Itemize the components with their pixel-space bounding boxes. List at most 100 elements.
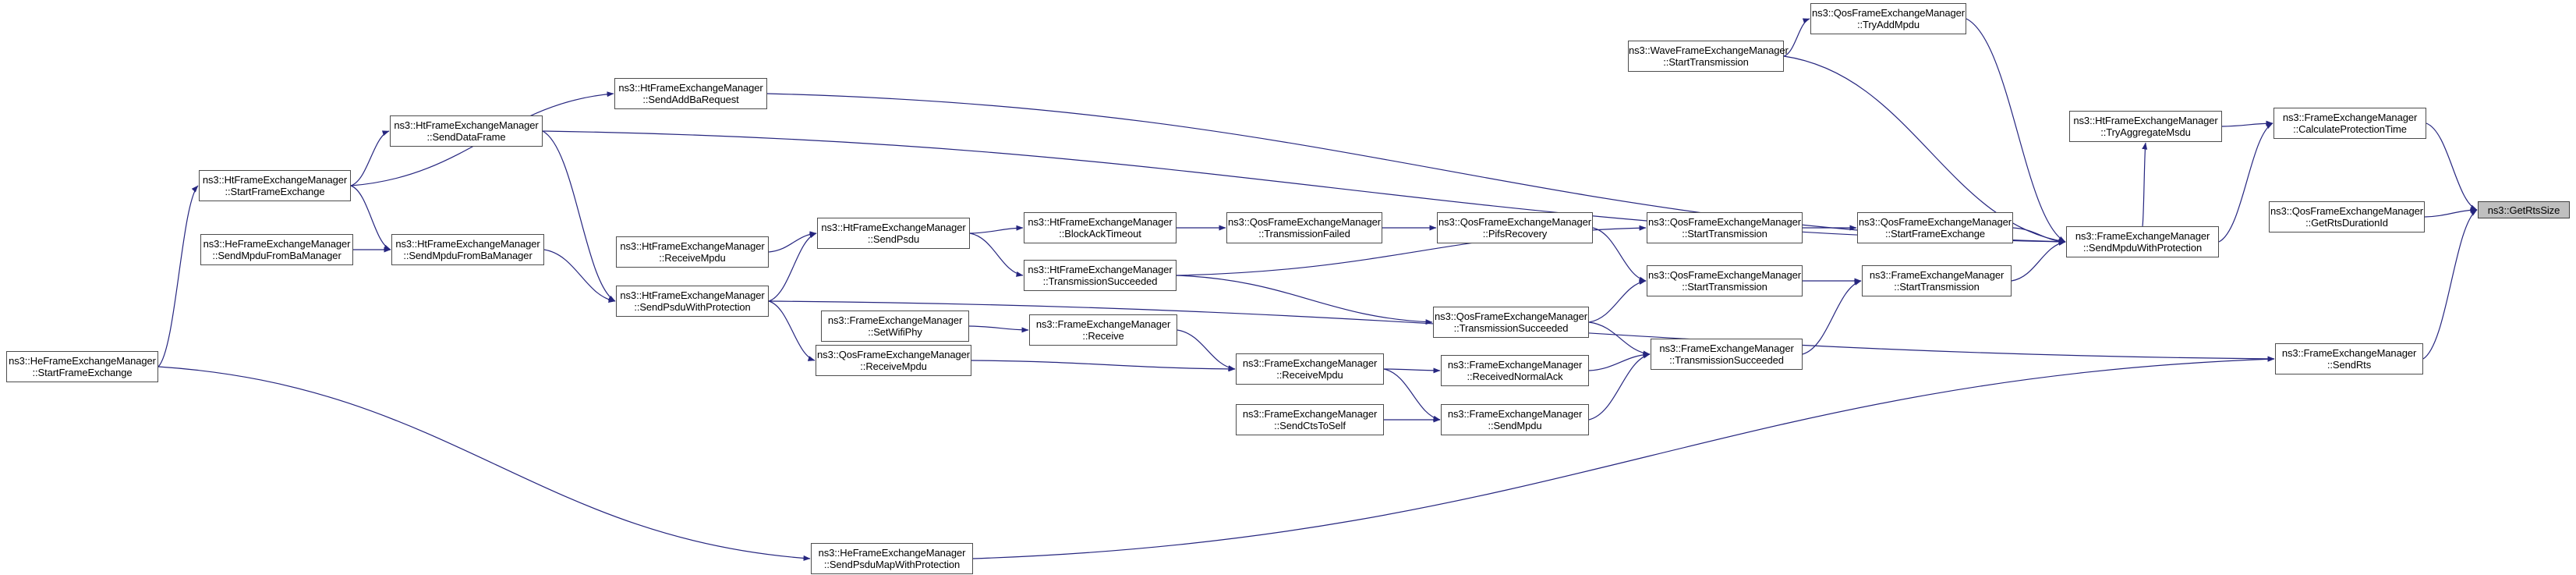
- graph-edge: [1802, 280, 1862, 355]
- graph-edge: [1588, 321, 1651, 357]
- graph-node-label: ns3::FrameExchangeManager ::Receive: [1035, 318, 1171, 342]
- graph-node[interactable]: ns3::QosFrameExchangeManager ::StartFram…: [1857, 212, 2013, 243]
- graph-edge: [1592, 227, 1647, 282]
- graph-node[interactable]: ns3::HtFrameExchangeManager ::SendDataFr…: [390, 115, 543, 147]
- graph-edge: [1588, 353, 1651, 421]
- graph-node[interactable]: ns3::HtFrameExchangeManager ::ReceiveMpd…: [616, 236, 769, 268]
- graph-node-label: ns3::HtFrameExchangeManager ::SendDataFr…: [394, 119, 539, 143]
- graph-node[interactable]: ns3::FrameExchangeManager ::SetWifiPhy: [821, 311, 969, 342]
- graph-edge: [350, 185, 391, 250]
- graph-node-label: ns3::QosFrameExchangeManager ::StartFram…: [1859, 216, 2012, 240]
- graph-edge: [2422, 209, 2478, 360]
- graph-edge: [2142, 142, 2148, 227]
- graph-edge: [1176, 275, 1433, 325]
- graph-node-label: ns3::FrameExchangeManager ::StartTransmi…: [1869, 269, 2005, 293]
- graph-node-label: ns3::WaveFrameExchangeManager ::StartTra…: [1629, 44, 1789, 68]
- graph-node-label: ns3::FrameExchangeManager ::SendRts: [2281, 347, 2417, 371]
- graph-node[interactable]: ns3::QosFrameExchangeManager ::Transmiss…: [1433, 307, 1589, 338]
- graph-node-label: ns3::FrameExchangeManager ::SendMpduWith…: [2075, 230, 2210, 254]
- graph-edge: [972, 356, 2275, 559]
- graph-node-label: ns3::FrameExchangeManager ::SendMpdu: [1447, 408, 1583, 431]
- graph-node[interactable]: ns3::FrameExchangeManager ::ReceiveMpdu: [1236, 353, 1384, 385]
- graph-node[interactable]: ns3::HtFrameExchangeManager ::Transmissi…: [1024, 260, 1177, 291]
- graph-edge: [350, 130, 390, 186]
- graph-node-label: ns3::HeFrameExchangeManager ::SendMpduFr…: [203, 238, 351, 261]
- graph-node-label: ns3::FrameExchangeManager ::ReceiveMpdu: [1242, 357, 1378, 381]
- graph-node[interactable]: ns3::QosFrameExchangeManager ::StartTran…: [1647, 212, 1803, 243]
- graph-node-label: ns3::HtFrameExchangeManager ::StartFrame…: [202, 174, 348, 197]
- graph-edge: [1383, 367, 1441, 374]
- graph-edge: [968, 325, 1029, 333]
- graph-node[interactable]: ns3::GetRtsSize: [2478, 201, 2570, 218]
- graph-node[interactable]: ns3::HtFrameExchangeManager ::BlockAckTi…: [1024, 212, 1177, 243]
- graph-node[interactable]: ns3::HtFrameExchangeManager ::SendPsduWi…: [616, 286, 769, 317]
- graph-node-label: ns3::QosFrameExchangeManager ::StartTran…: [1648, 269, 1801, 293]
- graph-node[interactable]: ns3::FrameExchangeManager ::Transmission…: [1651, 339, 1803, 370]
- graph-edge: [971, 360, 1236, 372]
- graph-node[interactable]: ns3::HtFrameExchangeManager ::SendMpduFr…: [391, 234, 544, 265]
- graph-edge: [1588, 279, 1647, 323]
- graph-node-label: ns3::FrameExchangeManager ::Transmission…: [1659, 343, 1794, 366]
- graph-node-label: ns3::HeFrameExchangeManager ::StartFrame…: [9, 355, 156, 378]
- graph-node[interactable]: ns3::FrameExchangeManager ::SendMpdu: [1441, 404, 1589, 435]
- graph-node-label: ns3::HtFrameExchangeManager ::ReceiveMpd…: [620, 240, 765, 264]
- graph-node[interactable]: ns3::QosFrameExchangeManager ::StartTran…: [1647, 265, 1803, 296]
- graph-edge: [2424, 207, 2478, 218]
- graph-node-label: ns3::HtFrameExchangeManager ::SendAddBaR…: [618, 82, 763, 105]
- graph-node-label: ns3::QosFrameExchangeManager ::GetRtsDur…: [2270, 205, 2423, 229]
- graph-edge: [157, 185, 199, 367]
- graph-edge: [1177, 329, 1236, 371]
- graph-node[interactable]: ns3::HtFrameExchangeManager ::SendPsdu: [817, 218, 970, 249]
- graph-node-label: ns3::HtFrameExchangeManager ::Transmissi…: [1028, 264, 1173, 287]
- graph-node[interactable]: ns3::QosFrameExchangeManager ::ReceiveMp…: [816, 345, 971, 376]
- graph-node-label: ns3::QosFrameExchangeManager ::PifsRecov…: [1438, 216, 1591, 240]
- graph-node-label: ns3::HtFrameExchangeManager ::TryAggrega…: [2073, 115, 2218, 138]
- graph-node[interactable]: ns3::QosFrameExchangeManager ::GetRtsDur…: [2269, 201, 2425, 232]
- graph-node-label: ns3::QosFrameExchangeManager ::ReceiveMp…: [817, 349, 970, 372]
- graph-node[interactable]: ns3::HtFrameExchangeManager ::StartFrame…: [199, 170, 351, 201]
- graph-edge: [768, 232, 817, 302]
- graph-node-label: ns3::FrameExchangeManager ::CalculatePro…: [2282, 112, 2418, 135]
- graph-node[interactable]: ns3::FrameExchangeManager ::Receive: [1029, 314, 1177, 346]
- graph-edge: [768, 300, 816, 361]
- graph-node-label: ns3::FrameExchangeManager ::SendCtsToSel…: [1242, 408, 1378, 431]
- graph-node[interactable]: ns3::FrameExchangeManager ::CalculatePro…: [2273, 108, 2426, 139]
- graph-node[interactable]: ns3::HeFrameExchangeManager ::SendPsduMa…: [811, 543, 973, 574]
- graph-node[interactable]: ns3::HeFrameExchangeManager ::StartFrame…: [6, 351, 158, 382]
- graph-edge: [542, 130, 616, 302]
- graph-edge: [768, 231, 817, 253]
- graph-node-label: ns3::HtFrameExchangeManager ::BlockAckTi…: [1028, 216, 1173, 240]
- graph-edge: [969, 225, 1024, 234]
- graph-node[interactable]: ns3::FrameExchangeManager ::SendCtsToSel…: [1236, 404, 1384, 435]
- graph-node[interactable]: ns3::FrameExchangeManager ::SendRts: [2275, 343, 2423, 374]
- graph-edge: [1966, 18, 2066, 243]
- graph-node-label: ns3::QosFrameExchangeManager ::TryAddMpd…: [1812, 7, 1965, 30]
- graph-edge: [1383, 368, 1441, 421]
- graph-node[interactable]: ns3::FrameExchangeManager ::SendMpduWith…: [2066, 226, 2219, 257]
- graph-node-label: ns3::QosFrameExchangeManager ::Transmiss…: [1228, 216, 1381, 240]
- graph-node[interactable]: ns3::HtFrameExchangeManager ::TryAggrega…: [2069, 111, 2222, 142]
- graph-edge: [2426, 122, 2478, 211]
- graph-edge: [2011, 240, 2066, 282]
- graph-node-label: ns3::GetRtsSize: [2487, 204, 2560, 216]
- graph-node[interactable]: ns3::HtFrameExchangeManager ::SendAddBaR…: [614, 78, 767, 109]
- graph-node[interactable]: ns3::HeFrameExchangeManager ::SendMpduFr…: [200, 234, 353, 265]
- graph-node[interactable]: ns3::FrameExchangeManager ::StartTransmi…: [1862, 265, 2012, 296]
- graph-node-label: ns3::QosFrameExchangeManager ::Transmiss…: [1435, 311, 1587, 334]
- graph-edge: [1588, 352, 1651, 371]
- graph-node-label: ns3::HtFrameExchangeManager ::SendPsduWi…: [620, 289, 765, 313]
- graph-node-label: ns3::HtFrameExchangeManager ::SendMpduFr…: [395, 238, 540, 261]
- graph-edge: [157, 366, 811, 561]
- graph-node-label: ns3::HeFrameExchangeManager ::SendPsduMa…: [818, 547, 966, 570]
- graph-node[interactable]: ns3::QosFrameExchangeManager ::Transmiss…: [1226, 212, 1382, 243]
- graph-node-label: ns3::HtFrameExchangeManager ::SendPsdu: [821, 222, 966, 245]
- graph-node[interactable]: ns3::FrameExchangeManager ::ReceivedNorm…: [1441, 355, 1589, 386]
- graph-edge: [2012, 227, 2066, 244]
- graph-edge: [543, 249, 616, 303]
- graph-node[interactable]: ns3::WaveFrameExchangeManager ::StartTra…: [1628, 41, 1789, 72]
- graph-node-label: ns3::FrameExchangeManager ::SetWifiPhy: [827, 314, 963, 338]
- graph-node[interactable]: ns3::QosFrameExchangeManager ::TryAddMpd…: [1810, 3, 1966, 34]
- graph-node[interactable]: ns3::QosFrameExchangeManager ::PifsRecov…: [1437, 212, 1593, 243]
